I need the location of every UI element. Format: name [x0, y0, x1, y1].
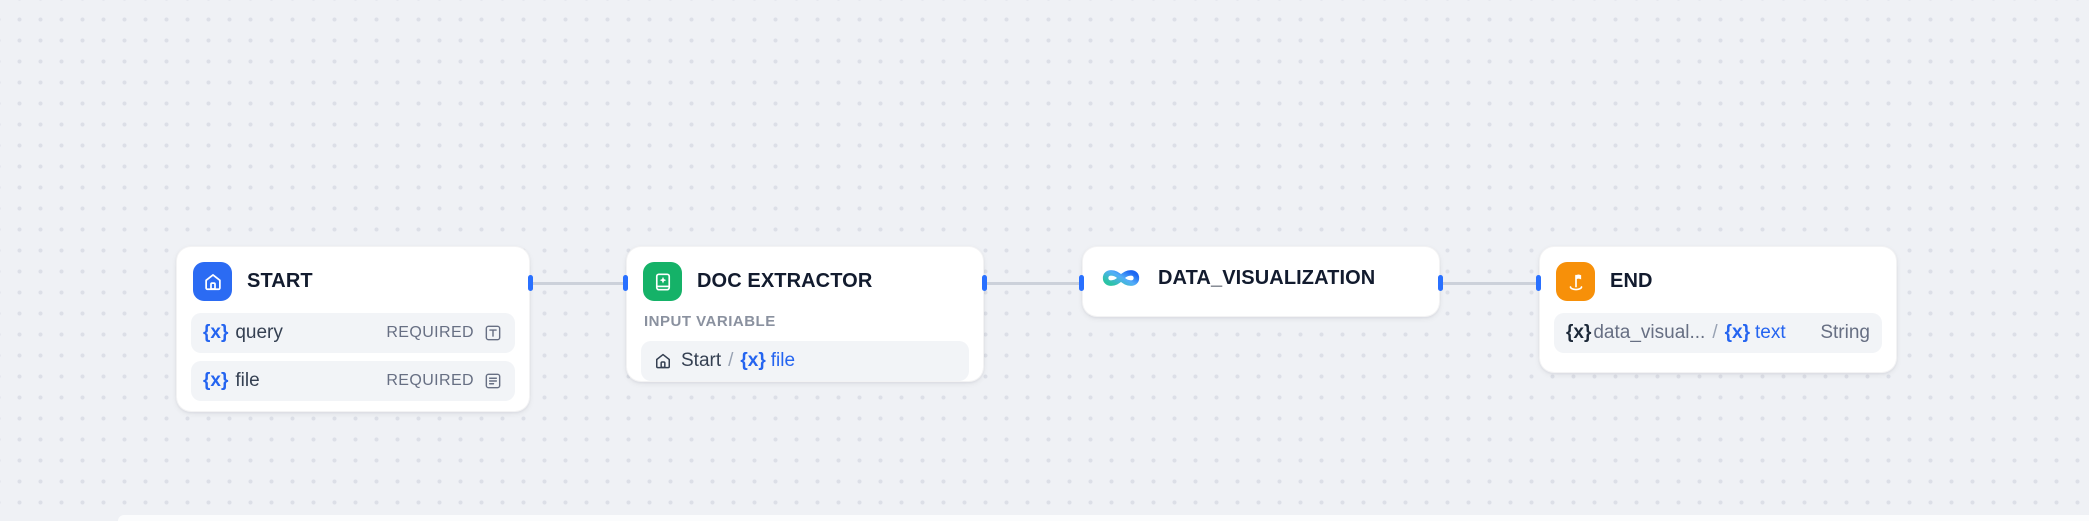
target-handle[interactable] [1536, 275, 1541, 291]
home-icon [202, 271, 224, 293]
path-separator: / [728, 350, 734, 371]
paragraph-icon [483, 371, 503, 391]
target-handle[interactable] [623, 275, 628, 291]
text-input-icon [483, 323, 503, 343]
required-badge: REQUIRED [386, 324, 474, 341]
node-end[interactable]: END {x} data_visual... / {x}text String [1539, 246, 1897, 373]
document-extract-icon [652, 271, 674, 293]
doc-extractor-node-title: DOC EXTRACTOR [697, 270, 873, 292]
variable-brace-icon: {x} [203, 322, 229, 343]
doc-extractor-icon-badge [643, 262, 682, 301]
infinity-logo-icon [1099, 263, 1143, 293]
edge-line [987, 281, 1079, 285]
home-icon [653, 351, 673, 371]
source-handle[interactable] [528, 275, 533, 291]
node-data-visualization[interactable]: DATA_VISUALIZATION [1082, 246, 1440, 317]
edge-doc-extractor-to-data-visualization[interactable] [982, 275, 1084, 291]
source-node-name: data_visual... [1593, 322, 1706, 343]
edge-start-to-doc-extractor[interactable] [528, 275, 628, 291]
end-output-pill: {x} data_visual... / {x}text String [1554, 313, 1882, 353]
doc-extractor-node-header: DOC EXTRACTOR [627, 247, 983, 313]
edge-line [533, 281, 623, 285]
source-node-name: Start [681, 350, 722, 371]
end-node-title: END [1610, 270, 1653, 292]
input-variable-pill: Start / {x}file [641, 341, 969, 381]
variable-name: file [770, 350, 796, 371]
start-node-title: START [247, 270, 313, 292]
end-node-header: END [1540, 247, 1896, 313]
source-handle[interactable] [982, 275, 987, 291]
variable-brace-icon: {x} [1724, 322, 1750, 343]
start-variable-row-query: {x} query REQUIRED [191, 313, 515, 353]
target-handle[interactable] [1079, 275, 1084, 291]
variable-name: file [235, 370, 260, 391]
data-visualization-node-header: DATA_VISUALIZATION [1083, 247, 1439, 309]
node-doc-extractor[interactable]: DOC EXTRACTOR INPUT VARIABLE Start / {x}… [626, 246, 984, 382]
source-handle[interactable] [1438, 275, 1443, 291]
start-node-header: START [177, 247, 529, 313]
data-visualization-node-title: DATA_VISUALIZATION [1158, 266, 1376, 289]
input-variable-section-label: INPUT VARIABLE [644, 313, 776, 330]
variable-type-label: String [1820, 322, 1870, 343]
start-variable-row-file: {x} file REQUIRED [191, 361, 515, 401]
start-icon-badge [193, 262, 232, 301]
variable-name: query [235, 322, 283, 343]
variable-name: text [1754, 322, 1786, 343]
variable-brace-icon: {x} [1566, 322, 1592, 343]
edge-data-visualization-to-end[interactable] [1438, 275, 1541, 291]
end-icon-badge [1556, 262, 1595, 301]
path-separator: / [1712, 322, 1718, 343]
edge-line [1443, 281, 1536, 285]
variable-brace-icon: {x} [740, 350, 766, 371]
variable-brace-icon: {x} [203, 370, 229, 391]
flag-icon [1565, 271, 1587, 293]
node-start[interactable]: START {x} query REQUIRED {x} file REQUIR… [176, 246, 530, 412]
bottom-panel-edge [118, 515, 2089, 521]
required-badge: REQUIRED [386, 372, 474, 389]
